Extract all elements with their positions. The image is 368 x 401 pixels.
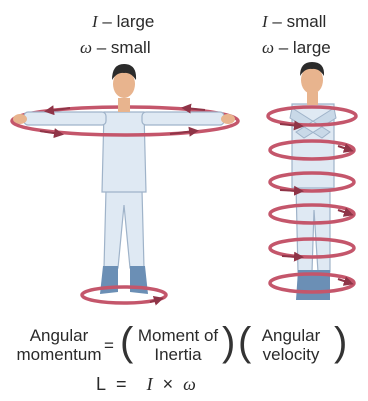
right-ring-arrow-3	[280, 190, 300, 191]
right-figure	[268, 62, 356, 300]
rotating-figures-illustration	[0, 0, 368, 320]
formula: L = I × ω	[96, 374, 196, 395]
left-figure	[12, 64, 238, 303]
right-paren-2: )	[334, 322, 347, 362]
left-figure-left-arm	[24, 112, 106, 125]
angular-velocity-label: Angular velocity	[250, 326, 332, 364]
left-figure-torso	[102, 112, 146, 192]
left-figure-right-hand	[221, 114, 235, 124]
moment-of-inertia-label: Moment of Inertia	[132, 326, 224, 364]
right-paren-1: )	[222, 322, 235, 362]
equals-sign: =	[104, 336, 114, 355]
left-figure-legs	[104, 190, 144, 268]
left-figure-neck	[118, 98, 130, 112]
right-ring-arrow-5	[282, 256, 300, 257]
left-figure-right-arm	[142, 112, 224, 125]
right-figure-legs	[296, 185, 330, 272]
angular-momentum-label: Angular momentum	[16, 326, 102, 364]
